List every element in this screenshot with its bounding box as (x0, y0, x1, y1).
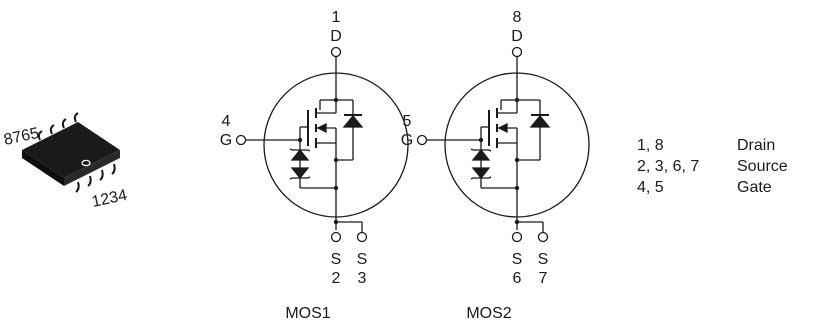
pin1-marker (81, 159, 91, 167)
mos1-gate-label: G (220, 132, 232, 149)
mos1-gate-pin: 4 (222, 113, 231, 130)
mos1-source2-label: S (357, 251, 368, 268)
package-body-top (22, 122, 120, 178)
mos2-gate-pin: 5 (403, 113, 412, 130)
package-top-leads (37, 112, 79, 141)
pin-row-source: 2, 3, 6, 7 Source (637, 156, 822, 177)
pin-numbers: 2, 3, 6, 7 (637, 158, 700, 175)
mos1-source-terminal-2 (356, 231, 368, 243)
mos2-gate-terminal (416, 134, 428, 146)
pin-row-gate: 4, 5 Gate (637, 177, 822, 198)
mos2-drain-pin: 8 (513, 9, 522, 26)
mos1-name: MOS1 (285, 305, 330, 322)
mos1-gate-terminal (235, 134, 247, 146)
pin-numbers: 1, 8 (637, 137, 664, 154)
mos2-symbol (416, 46, 590, 243)
mos2-source1-pin: 6 (513, 270, 522, 287)
mos1-source2-pin: 3 (358, 270, 367, 287)
mos1-source1-pin: 2 (332, 270, 341, 287)
mos2-source2-pin: 7 (539, 270, 548, 287)
mos1-drain-terminal (330, 46, 342, 58)
mos2-drain-terminal (511, 46, 523, 58)
package-bottom-leads (75, 163, 116, 193)
package-bottom-pins: 1234 (90, 187, 128, 211)
mos2-gate-label: G (401, 132, 413, 149)
mos1-symbol (235, 46, 409, 243)
pin-row-drain: 1, 8 Drain (637, 135, 822, 156)
pin-function: Drain (737, 137, 776, 154)
pin-function-table: 1, 8 Drain 2, 3, 6, 7 Source 4, 5 Gate (637, 135, 822, 198)
mos2-source-terminal-1 (511, 231, 523, 243)
package-illustration: 8765 1234 (2, 112, 129, 211)
pin-numbers: 4, 5 (637, 179, 664, 196)
mos2-source1-label: S (512, 251, 523, 268)
mos2-source-terminal-2 (537, 231, 549, 243)
mos1-source1-label: S (331, 251, 342, 268)
mos2-source2-label: S (538, 251, 549, 268)
mos2-drain-label: D (511, 28, 523, 45)
mos1-drain-pin: 1 (332, 9, 341, 26)
pin-function: Gate (737, 179, 772, 196)
mos1-source-terminal-1 (330, 231, 342, 243)
package-body-side (22, 150, 64, 186)
pin-function: Source (737, 158, 788, 175)
mos2-name: MOS2 (466, 305, 511, 322)
package-body-front (64, 150, 120, 186)
mos1-drain-label: D (330, 28, 342, 45)
